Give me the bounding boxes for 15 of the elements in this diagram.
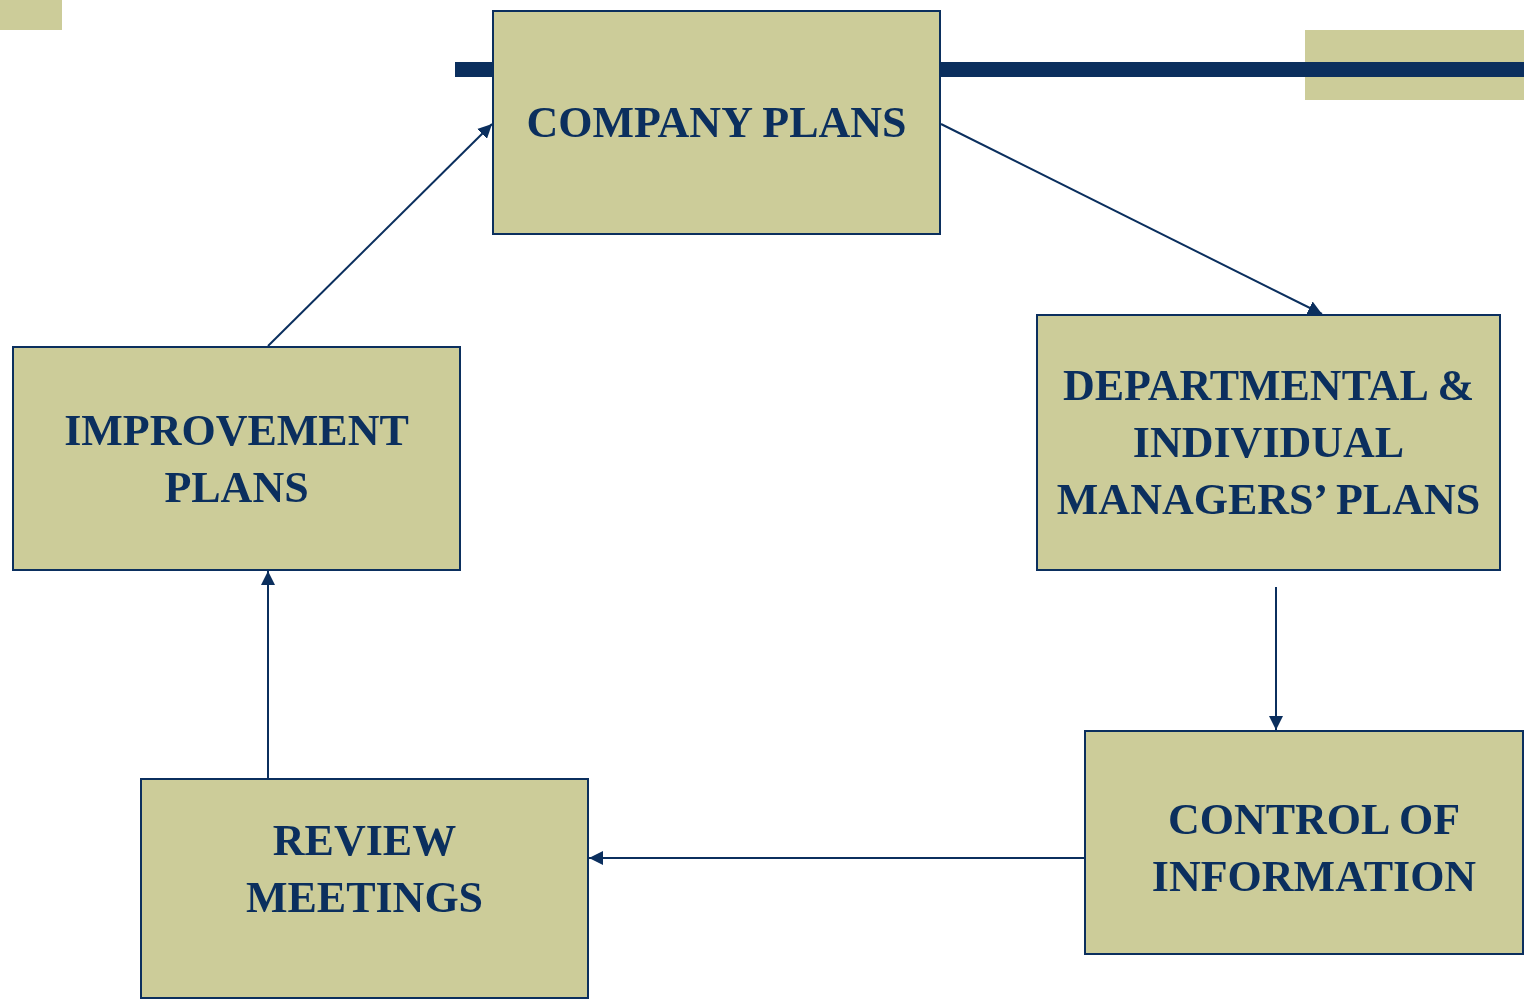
arrow [1269, 586, 1283, 731]
arrow [940, 123, 1323, 315]
box-label: IMPROVEMENT PLANS [63, 404, 410, 514]
process-box [12, 346, 461, 571]
box-label: REVIEW MEETINGS [244, 814, 485, 924]
process-box [492, 10, 941, 235]
box-label: COMPANY PLANS [526, 97, 907, 149]
process-box [140, 778, 589, 999]
process-box [1036, 314, 1501, 571]
process-box [1084, 730, 1524, 955]
arrow [261, 570, 275, 779]
arrow [588, 851, 1085, 865]
box-label: DEPARTMENTAL & INDIVIDUAL MANAGERS’ PLANS [1055, 360, 1482, 526]
box-label: CONTROL OF INFORMATION [1150, 793, 1478, 903]
arrow [267, 123, 493, 347]
